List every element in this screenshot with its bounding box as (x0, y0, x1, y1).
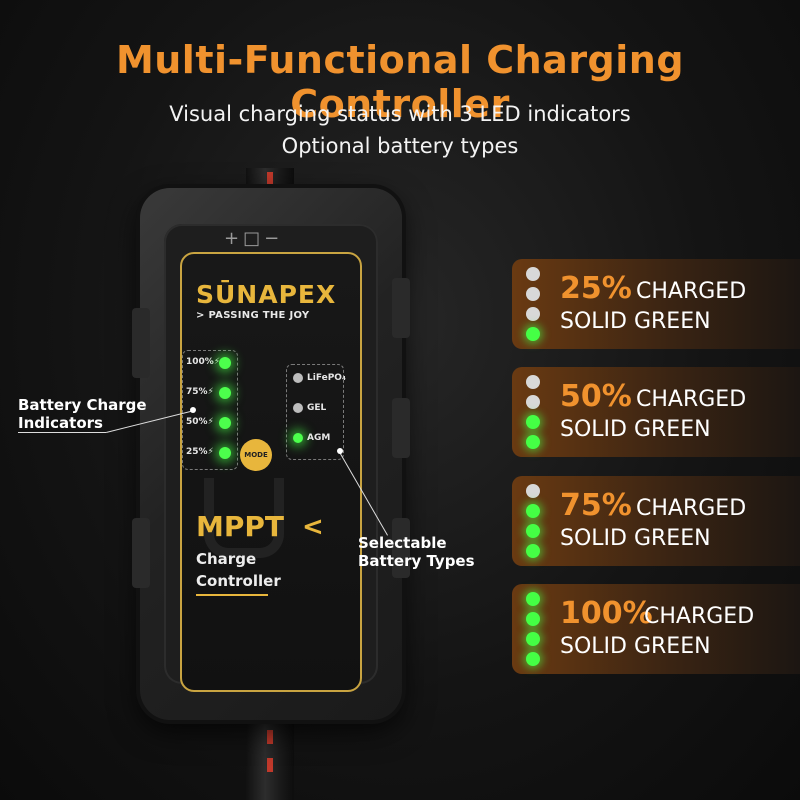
housing-rib (392, 278, 410, 338)
housing-rib (392, 398, 410, 458)
callout-battery-line-2: Battery Types (358, 552, 475, 570)
page-title: Multi-Functional Charging Controller (115, 38, 685, 126)
mode-button[interactable]: MODE (240, 439, 272, 471)
status-led (526, 612, 540, 626)
callout-battery-types: Selectable Battery Types (358, 534, 475, 570)
status-percent: 25% (560, 271, 632, 306)
battery-label-lifepo4: LiFePO₄ (307, 373, 346, 383)
status-card-100: 100% CHARGED SOLID GREEN (512, 584, 800, 674)
callout-charge-indicators: Battery Charge Indicators (18, 396, 147, 432)
charge-led-50 (219, 417, 231, 429)
model-desc-line-2: Controller (196, 572, 281, 590)
status-mode: SOLID GREEN (560, 526, 711, 551)
battery-type-group: LiFePO₄ GEL AGM (286, 364, 346, 460)
callout-underline-left (18, 432, 106, 433)
battery-led-agm (293, 433, 303, 443)
status-percent: 75% (560, 488, 632, 523)
status-led (526, 652, 540, 666)
charge-led-75 (219, 387, 231, 399)
housing-rib (132, 518, 150, 588)
status-led (526, 415, 540, 429)
model-desc-line-1: Charge (196, 550, 257, 568)
charge-label-75: 75%⚡ (186, 387, 214, 397)
callout-charge-line-2: Indicators (18, 414, 103, 432)
status-led (526, 435, 540, 449)
status-charged-label: CHARGED (636, 279, 747, 304)
battery-led-lifepo4 (293, 373, 303, 383)
subtitle-line-2: Optional battery types (281, 134, 519, 158)
callout-charge-line-1: Battery Charge (18, 396, 147, 414)
logo-watermark (204, 478, 284, 558)
charge-led-100 (219, 357, 231, 369)
status-led (526, 544, 540, 558)
callout-dot-left (190, 407, 196, 413)
charge-label-50: 50%⚡ (186, 417, 214, 427)
status-percent: 50% (560, 379, 632, 414)
charge-indicator-group: 100%⚡ 75%⚡ 50%⚡ 25%⚡ (182, 350, 238, 470)
status-mode: SOLID GREEN (560, 634, 711, 659)
status-led (526, 524, 540, 538)
model-name: MPPT (196, 510, 285, 543)
status-led (526, 287, 540, 301)
status-led (526, 267, 540, 281)
status-led (526, 632, 540, 646)
housing-rib (392, 518, 410, 578)
housing-rib (132, 308, 150, 378)
status-led (526, 307, 540, 321)
status-led (526, 504, 540, 518)
status-led (526, 395, 540, 409)
status-percent: 100% (560, 596, 653, 631)
top-polarity-label: +□− (224, 228, 284, 249)
subtitle-line-1: Visual charging status with 3 LED indica… (169, 102, 631, 126)
status-charged-label: CHARGED (636, 496, 747, 521)
status-card-25: 25% CHARGED SOLID GREEN (512, 259, 800, 349)
model-underline (196, 594, 268, 596)
callout-dot-right (337, 448, 343, 454)
charge-label-100: 100%⚡ (186, 357, 221, 367)
status-mode: SOLID GREEN (560, 417, 711, 442)
callout-battery-line-1: Selectable (358, 534, 447, 552)
status-led (526, 592, 540, 606)
status-card-75: 75% CHARGED SOLID GREEN (512, 476, 800, 566)
status-led (526, 375, 540, 389)
status-mode: SOLID GREEN (560, 309, 711, 334)
front-panel: SŪNAPEX > PASSING THE JOY 100%⚡ 75%⚡ 50%… (180, 252, 362, 692)
brand-slogan: > PASSING THE JOY (196, 310, 310, 321)
battery-label-agm: AGM (307, 433, 331, 443)
status-charged-label: CHARGED (636, 387, 747, 412)
charge-led-25 (219, 447, 231, 459)
battery-led-gel (293, 403, 303, 413)
brand-logo: SŪNAPEX (196, 280, 337, 309)
status-led (526, 484, 540, 498)
battery-label-gel: GEL (307, 403, 327, 413)
status-card-50: 50% CHARGED SOLID GREEN (512, 367, 800, 457)
chevron-left-icon: < (302, 512, 324, 542)
status-charged-label: CHARGED (644, 604, 755, 629)
charge-label-25: 25%⚡ (186, 447, 214, 457)
status-led (526, 327, 540, 341)
